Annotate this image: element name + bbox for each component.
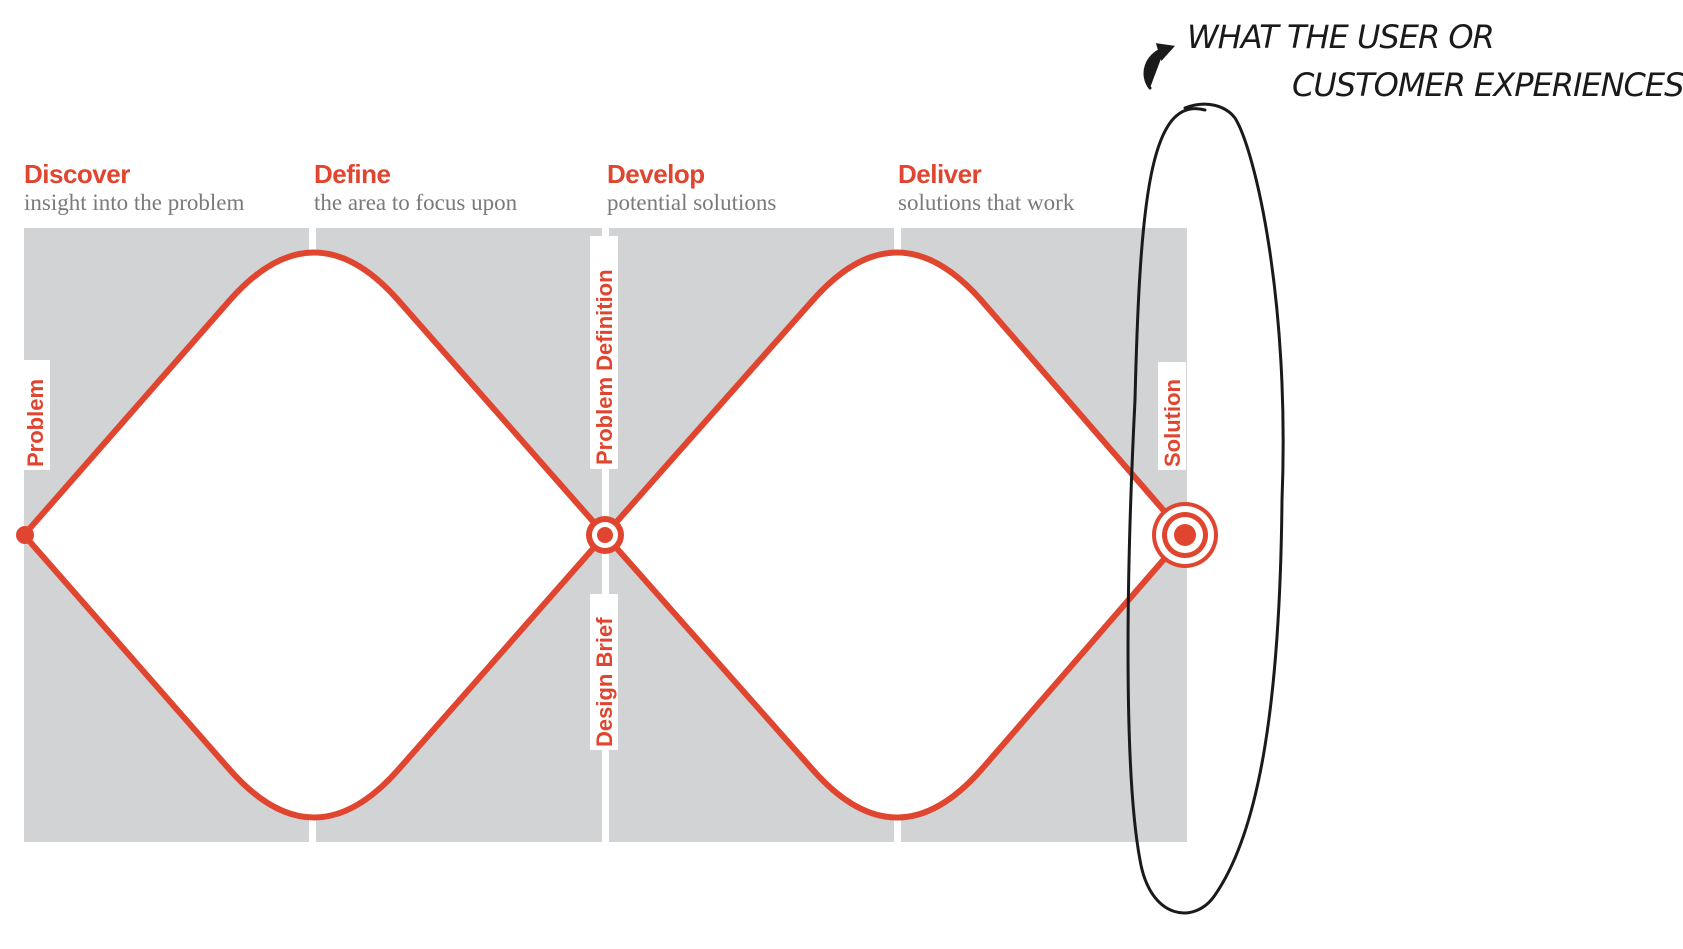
annotation-line-1: WHAT THE USER OR: [1187, 18, 1494, 56]
annotation-line-2: CUSTOMER EXPERIENCES.: [1292, 66, 1683, 104]
phase-title-develop: Develop: [607, 159, 705, 189]
arrow-icon: [1143, 43, 1176, 90]
solution-target-marker: [1152, 502, 1218, 568]
phase-title-discover: Discover: [24, 159, 130, 189]
milestone-solution-label: Solution: [1160, 379, 1185, 467]
phase-subtitle-define: the area to focus upon: [314, 190, 518, 215]
phase-subtitle-discover: insight into the problem: [24, 190, 245, 215]
milestone-design-brief-label: Design Brief: [592, 617, 617, 747]
start-point-marker: [16, 526, 34, 544]
phase-subtitle-develop: potential solutions: [607, 190, 776, 215]
phase-title-define: Define: [314, 159, 391, 189]
milestone-problem-definition-label: Problem Definition: [592, 269, 617, 465]
midpoint-target-marker: [586, 516, 624, 554]
hand-drawn-ellipse: [1126, 102, 1285, 915]
phase-headers: Discover insight into the problem Define…: [24, 159, 1075, 215]
phase-title-deliver: Deliver: [898, 159, 982, 189]
phase-subtitle-deliver: solutions that work: [898, 190, 1075, 215]
milestone-problem-label: Problem: [23, 379, 48, 467]
